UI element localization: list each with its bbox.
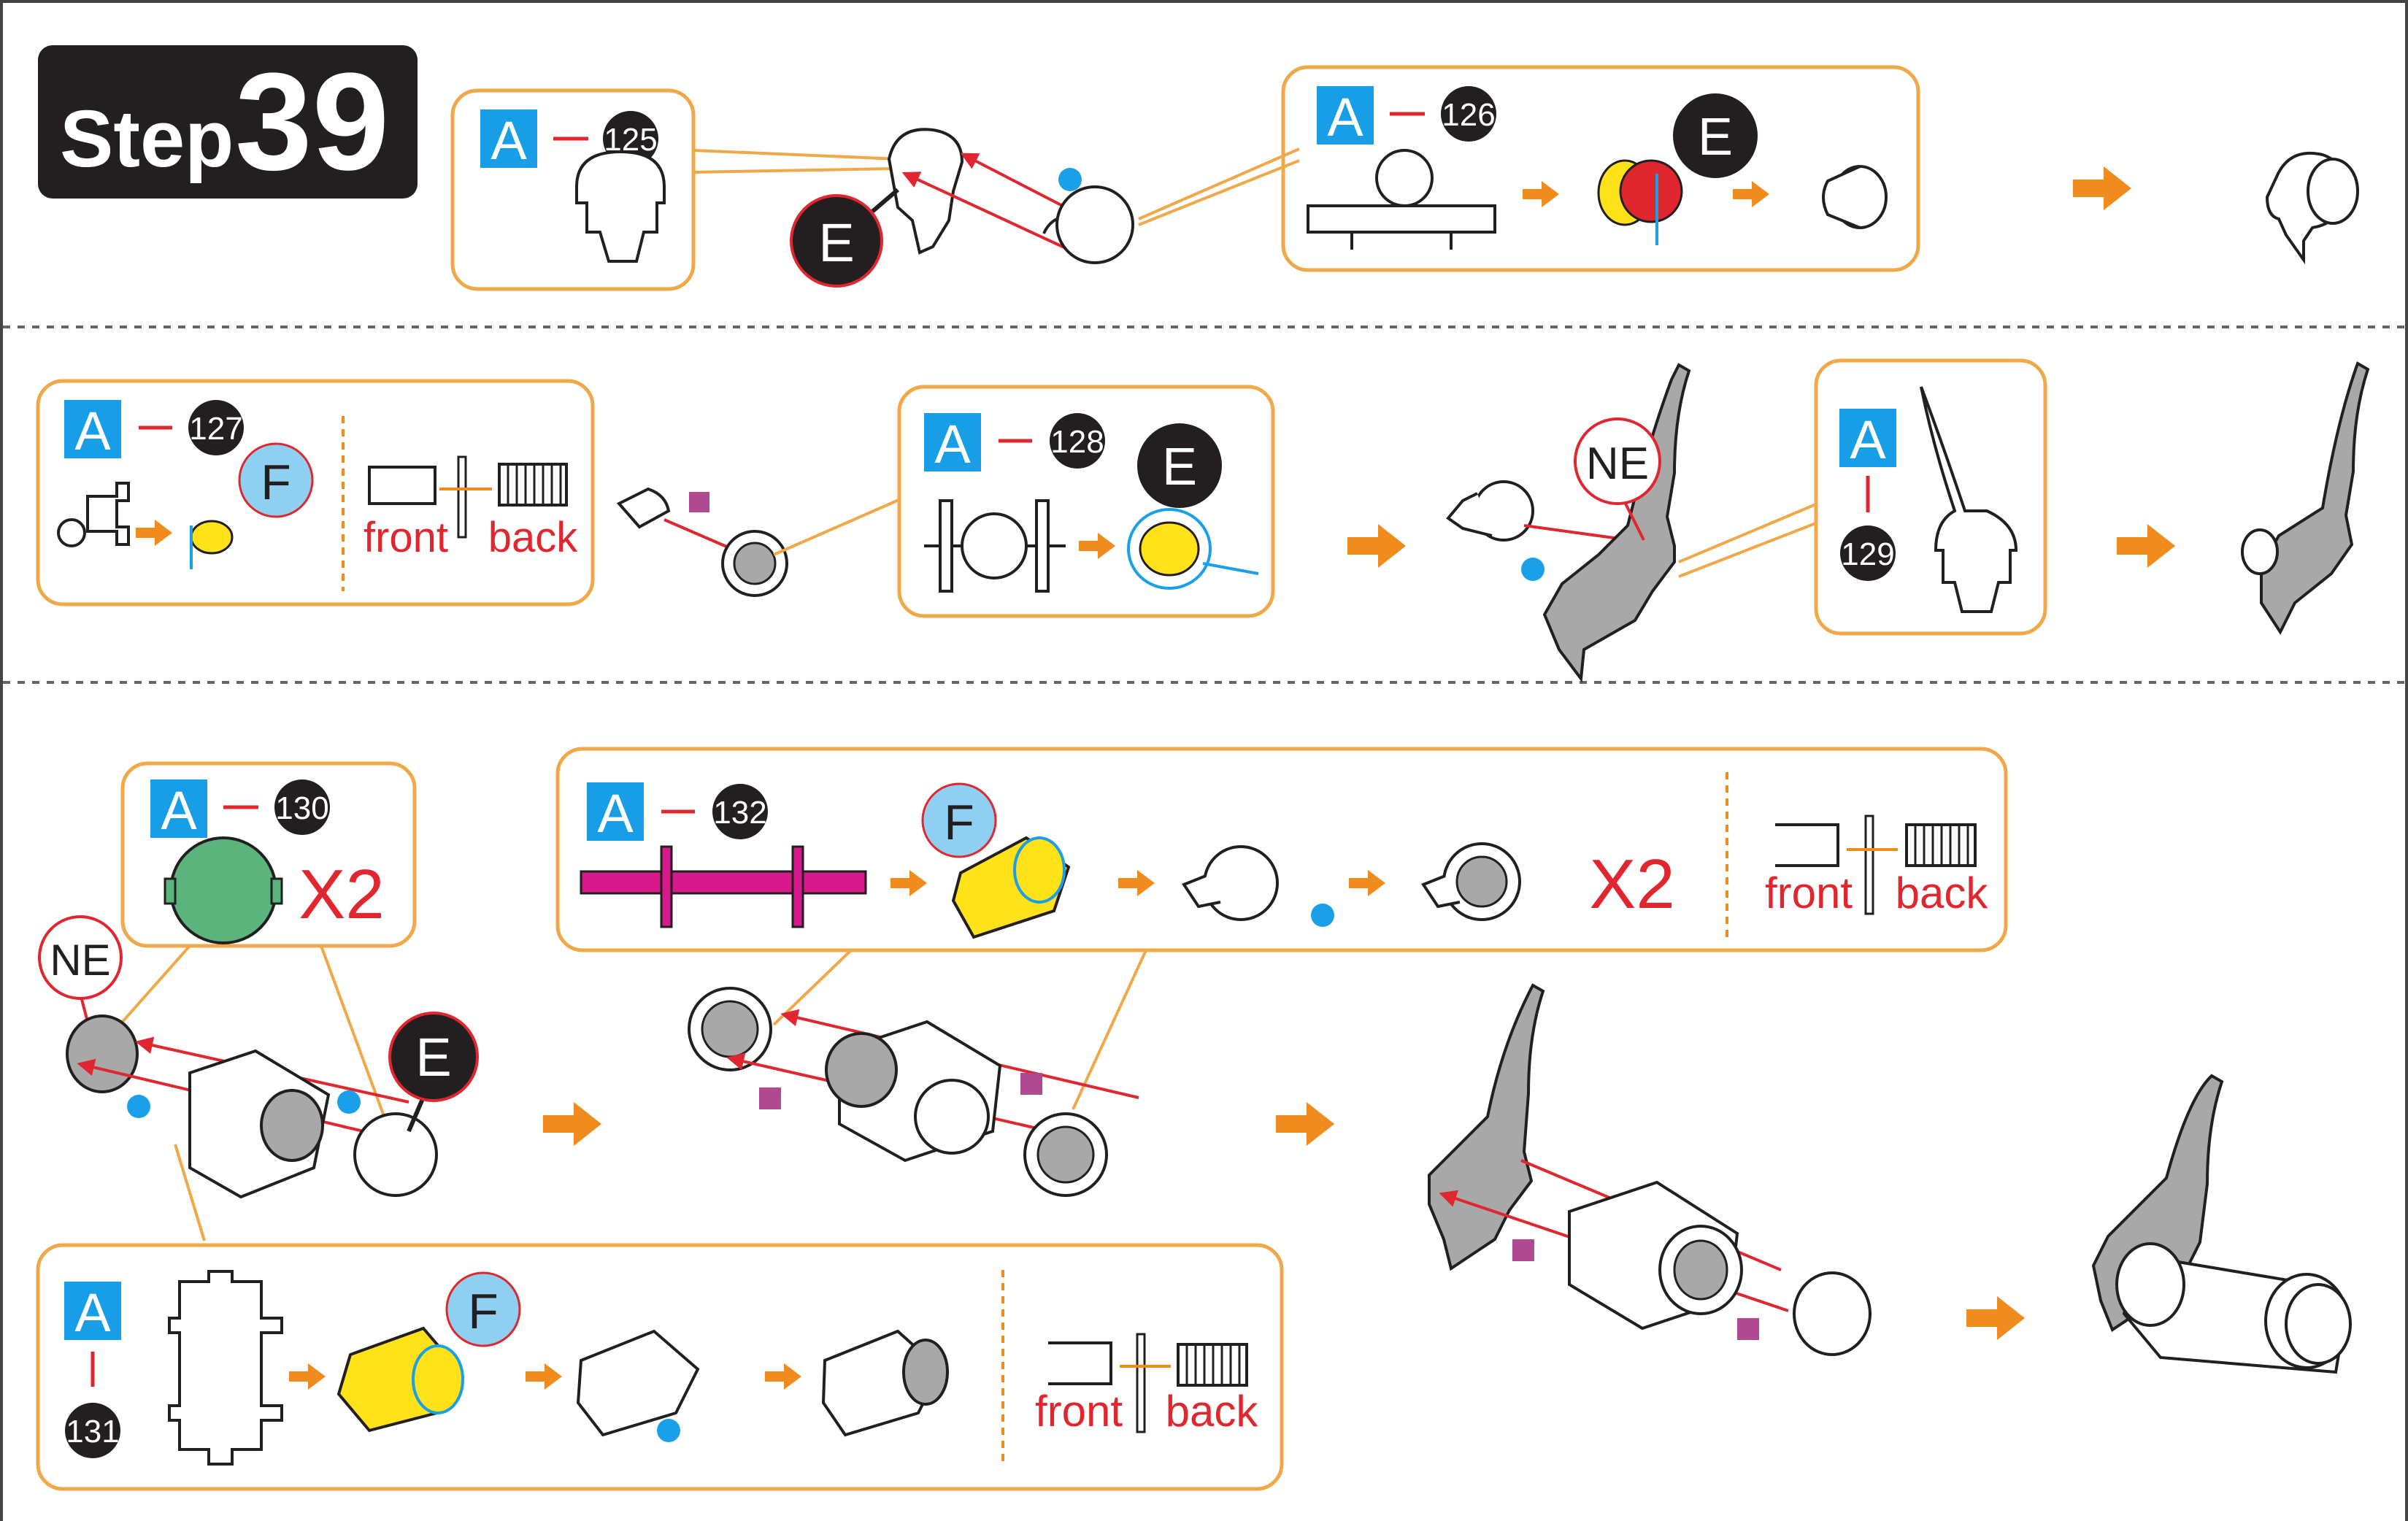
arrow-right-icon (1966, 1296, 2025, 1340)
svg-text:front: front (1765, 869, 1853, 917)
callout-part-128: A 128 E (897, 385, 1275, 618)
sheet-badge: A (491, 110, 527, 171)
assembly-row3-mid (688, 987, 1139, 1197)
assembly-row2-left (616, 487, 788, 597)
svg-text:A: A (74, 401, 111, 461)
svg-text:A: A (1327, 87, 1363, 147)
back-label: back (488, 514, 579, 561)
glue-e-icon: E (388, 1012, 479, 1133)
svg-text:132: 132 (713, 795, 766, 831)
arrow-right-icon (543, 1102, 601, 1146)
blue-dot-icon (657, 1419, 680, 1442)
arrow-right-icon (2073, 166, 2131, 210)
glue-f-icon: F (238, 442, 314, 518)
blue-dot-icon (337, 1090, 361, 1114)
callout-part-127: A 127 F front back (36, 379, 595, 607)
glue-f-icon: F (445, 1271, 521, 1347)
svg-text:127: 127 (189, 411, 242, 447)
step-title: Step 39 (38, 45, 418, 199)
svg-text:131: 131 (66, 1414, 119, 1449)
blue-dot-icon (1058, 168, 1082, 191)
svg-text:A: A (934, 414, 971, 474)
purple-square-icon (1020, 1073, 1042, 1095)
svg-text:front: front (1035, 1387, 1123, 1436)
blue-dot-icon (1311, 904, 1334, 927)
arrow-right-icon (1276, 1102, 1334, 1146)
blue-dot-icon (127, 1095, 150, 1118)
purple-square-icon (1512, 1239, 1534, 1261)
glue-f-icon: F (921, 782, 997, 858)
step-number: 39 (235, 45, 389, 199)
svg-text:128: 128 (1050, 424, 1104, 460)
blue-dot-icon (1521, 558, 1545, 581)
glue-e-icon: E (1137, 423, 1222, 508)
glue-e-icon: E (1673, 93, 1758, 178)
callout-part-130: A 130 X2 (120, 761, 417, 948)
purple-square-icon (1737, 1318, 1759, 1340)
result-row3 (2091, 1074, 2352, 1374)
svg-text:A: A (74, 1282, 111, 1343)
front-label: front (363, 514, 448, 561)
svg-text:F: F (468, 1284, 499, 1339)
assembly-row3-left: NE E (38, 915, 479, 1199)
arrow-right-icon (1347, 524, 1406, 568)
svg-text:back: back (1896, 869, 1989, 917)
svg-text:A: A (597, 783, 634, 844)
svg-text:A: A (1850, 409, 1886, 470)
glue-e-icon: E (790, 188, 899, 288)
svg-text:F: F (261, 455, 291, 510)
svg-text:NE: NE (1586, 439, 1649, 489)
svg-text:E: E (1162, 438, 1197, 496)
ne-marker-icon: NE (1574, 417, 1661, 541)
purple-square-icon (689, 492, 709, 512)
svg-text:129: 129 (1841, 536, 1894, 572)
svg-text:F: F (944, 795, 974, 850)
assembly-row1: E (790, 128, 1134, 288)
step-word: Step (60, 94, 234, 184)
result-row2 (2241, 361, 2370, 636)
callout-part-129: A 129 (1814, 358, 2047, 636)
svg-text:A: A (161, 780, 197, 841)
callout-part-132: A 132 F X2 front back (555, 747, 2008, 952)
ne-marker-icon: NE (38, 915, 123, 1023)
assembly-row3-right (1428, 983, 1872, 1356)
svg-text:E: E (1698, 108, 1733, 166)
svg-text:130: 130 (275, 790, 328, 826)
svg-text:E: E (415, 1027, 451, 1087)
svg-text:back: back (1166, 1387, 1259, 1436)
svg-text:X2: X2 (1589, 845, 1674, 923)
svg-text:NE: NE (50, 936, 110, 985)
callout-part-126: A 126 E (1281, 65, 1920, 272)
assembly-row2-mid: NE (1446, 363, 1691, 683)
callout-part-125: A 125 (450, 88, 696, 291)
svg-text:126: 126 (1442, 97, 1495, 133)
result-row1 (2265, 151, 2359, 265)
callout-part-131: A 131 F front back (36, 1243, 1284, 1491)
quantity-x2: X2 (299, 855, 384, 933)
purple-square-icon (759, 1087, 781, 1109)
arrow-right-icon (2117, 524, 2175, 568)
svg-text:E: E (818, 212, 854, 273)
